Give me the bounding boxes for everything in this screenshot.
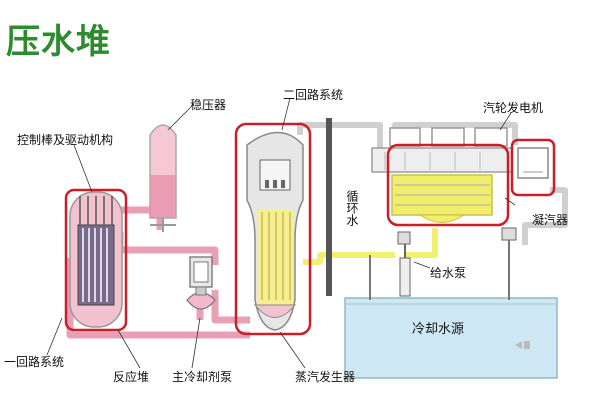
label-cooling-water: 冷却水源 <box>412 322 465 337</box>
leader-lines <box>46 97 516 369</box>
steam-generator-highlight-box <box>234 122 312 336</box>
circulating-water-column <box>326 118 332 296</box>
generator-highlight-box <box>510 138 556 197</box>
label-feed-pump: 给水泵 <box>430 266 467 280</box>
label-turbine-generator: 汽轮发电机 <box>483 101 544 115</box>
condenser-unit <box>391 174 493 223</box>
highlight-boxes <box>64 122 556 336</box>
play-icon <box>515 341 530 349</box>
condenser-highlight-box <box>386 143 510 227</box>
label-condenser: 凝汽器 <box>532 213 569 227</box>
condensate-pump <box>369 227 517 300</box>
diagram-title: 压水堆 <box>6 22 111 62</box>
generator-unit <box>517 147 549 179</box>
cooling-water-pool <box>344 297 558 379</box>
turbine-casings <box>371 127 513 173</box>
label-control-rods: 控制棒及驱动机构 <box>17 133 114 147</box>
feed-pump <box>397 231 411 297</box>
label-steam-generator: 蒸汽发生器 <box>295 370 356 384</box>
main-coolant-pump <box>186 256 216 310</box>
label-pressurizer: 稳压器 <box>190 98 227 112</box>
label-circulating-water: 循环水 <box>345 190 359 226</box>
reactor-vessel <box>69 191 123 328</box>
label-main-coolant-pump: 主冷却剂泵 <box>172 370 233 384</box>
label-secondary-loop: 二回路系统 <box>283 88 344 102</box>
label-reactor: 反应堆 <box>113 370 150 384</box>
reactor-highlight-box <box>64 188 128 332</box>
pressurizer <box>149 124 177 232</box>
label-primary-loop: 一回路系统 <box>4 355 65 369</box>
steam-generator-vessel <box>246 131 304 331</box>
feedwater-pipe <box>303 228 438 265</box>
